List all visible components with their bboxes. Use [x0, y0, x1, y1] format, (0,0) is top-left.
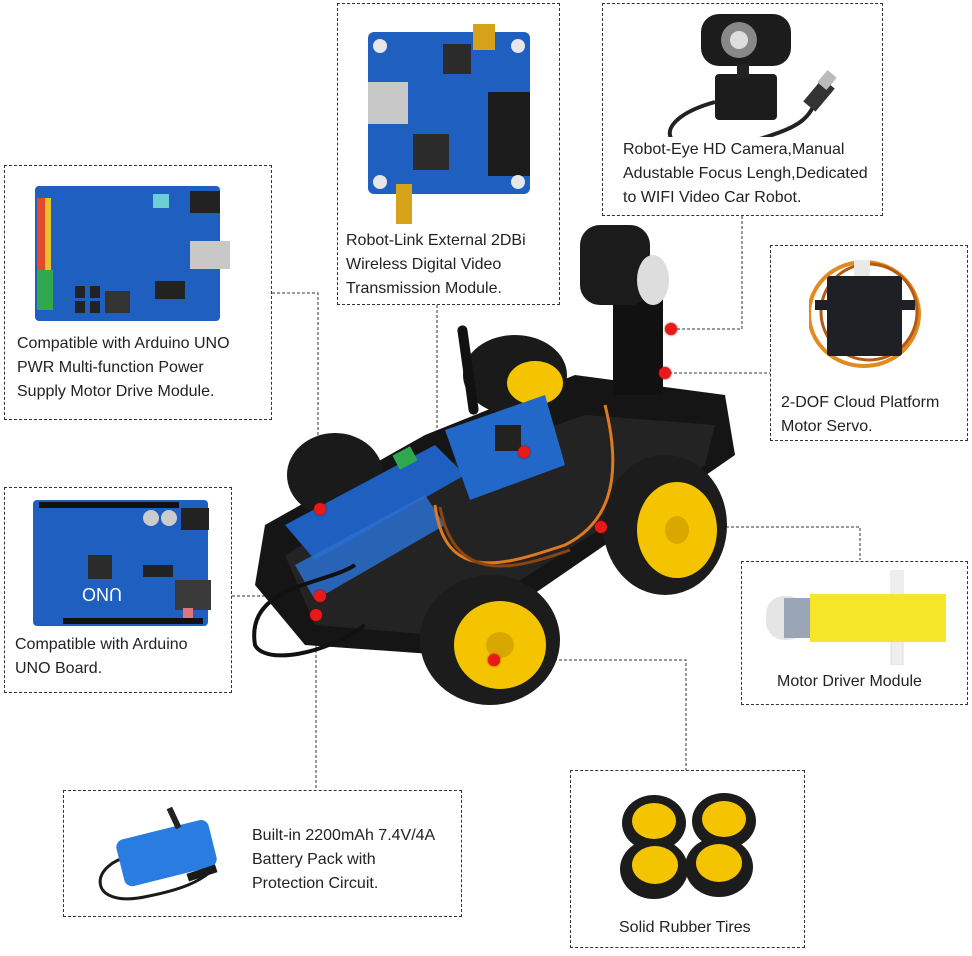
arduino-uno-icon: UNO: [33, 500, 218, 630]
callout-uno: UNO Compatible with Arduino UNO Board.: [4, 487, 232, 693]
callout-label: Compatible with Arduino UNO PWR Multi-fu…: [17, 335, 230, 400]
marker-dot-motor: [595, 521, 607, 533]
uno-board-text: UNO: [82, 584, 122, 604]
gear-motor-icon: [766, 570, 946, 665]
callout-label: Robot-Link External 2DBi Wireless Digita…: [346, 232, 526, 297]
callout-label: Robot-Eye HD Camera,Manual Adustable Foc…: [623, 141, 868, 206]
callout-label: Built-in 2200mAh 7.4V/4A Battery Pack wi…: [252, 827, 436, 892]
callout-label: Solid Rubber Tires: [619, 919, 751, 936]
callout-motor: Motor Driver Module: [741, 561, 968, 705]
robot-car-illustration: [245, 225, 755, 715]
callout-label: 2-DOF Cloud Platform Motor Servo.: [781, 394, 940, 435]
servo-icon: [809, 256, 929, 371]
callout-tires: Solid Rubber Tires: [570, 770, 805, 948]
marker-dot-uno: [314, 590, 326, 602]
callout-pwr-module: Compatible with Arduino UNO PWR Multi-fu…: [4, 165, 272, 420]
marker-dot-camera: [665, 323, 677, 335]
tires-icon: [619, 791, 759, 901]
battery-icon: [89, 801, 224, 911]
webcam-icon: [653, 12, 843, 137]
callout-label: Compatible with Arduino UNO Board.: [15, 636, 188, 677]
callout-servo: 2-DOF Cloud Platform Motor Servo.: [770, 245, 968, 441]
wifi-module-icon: [368, 24, 533, 224]
marker-dot-battery: [310, 609, 322, 621]
marker-dot-link: [518, 446, 530, 458]
callout-robot-link: Robot-Link External 2DBi Wireless Digita…: [337, 3, 560, 305]
callout-label: Motor Driver Module: [777, 673, 922, 690]
callout-camera: Robot-Eye HD Camera,Manual Adustable Foc…: [602, 3, 883, 216]
callout-battery: Built-in 2200mAh 7.4V/4A Battery Pack wi…: [63, 790, 462, 917]
marker-dot-tire: [488, 654, 500, 666]
marker-dot-pwr: [314, 503, 326, 515]
pcb-board-icon: [35, 186, 235, 324]
marker-dot-servo: [659, 367, 671, 379]
